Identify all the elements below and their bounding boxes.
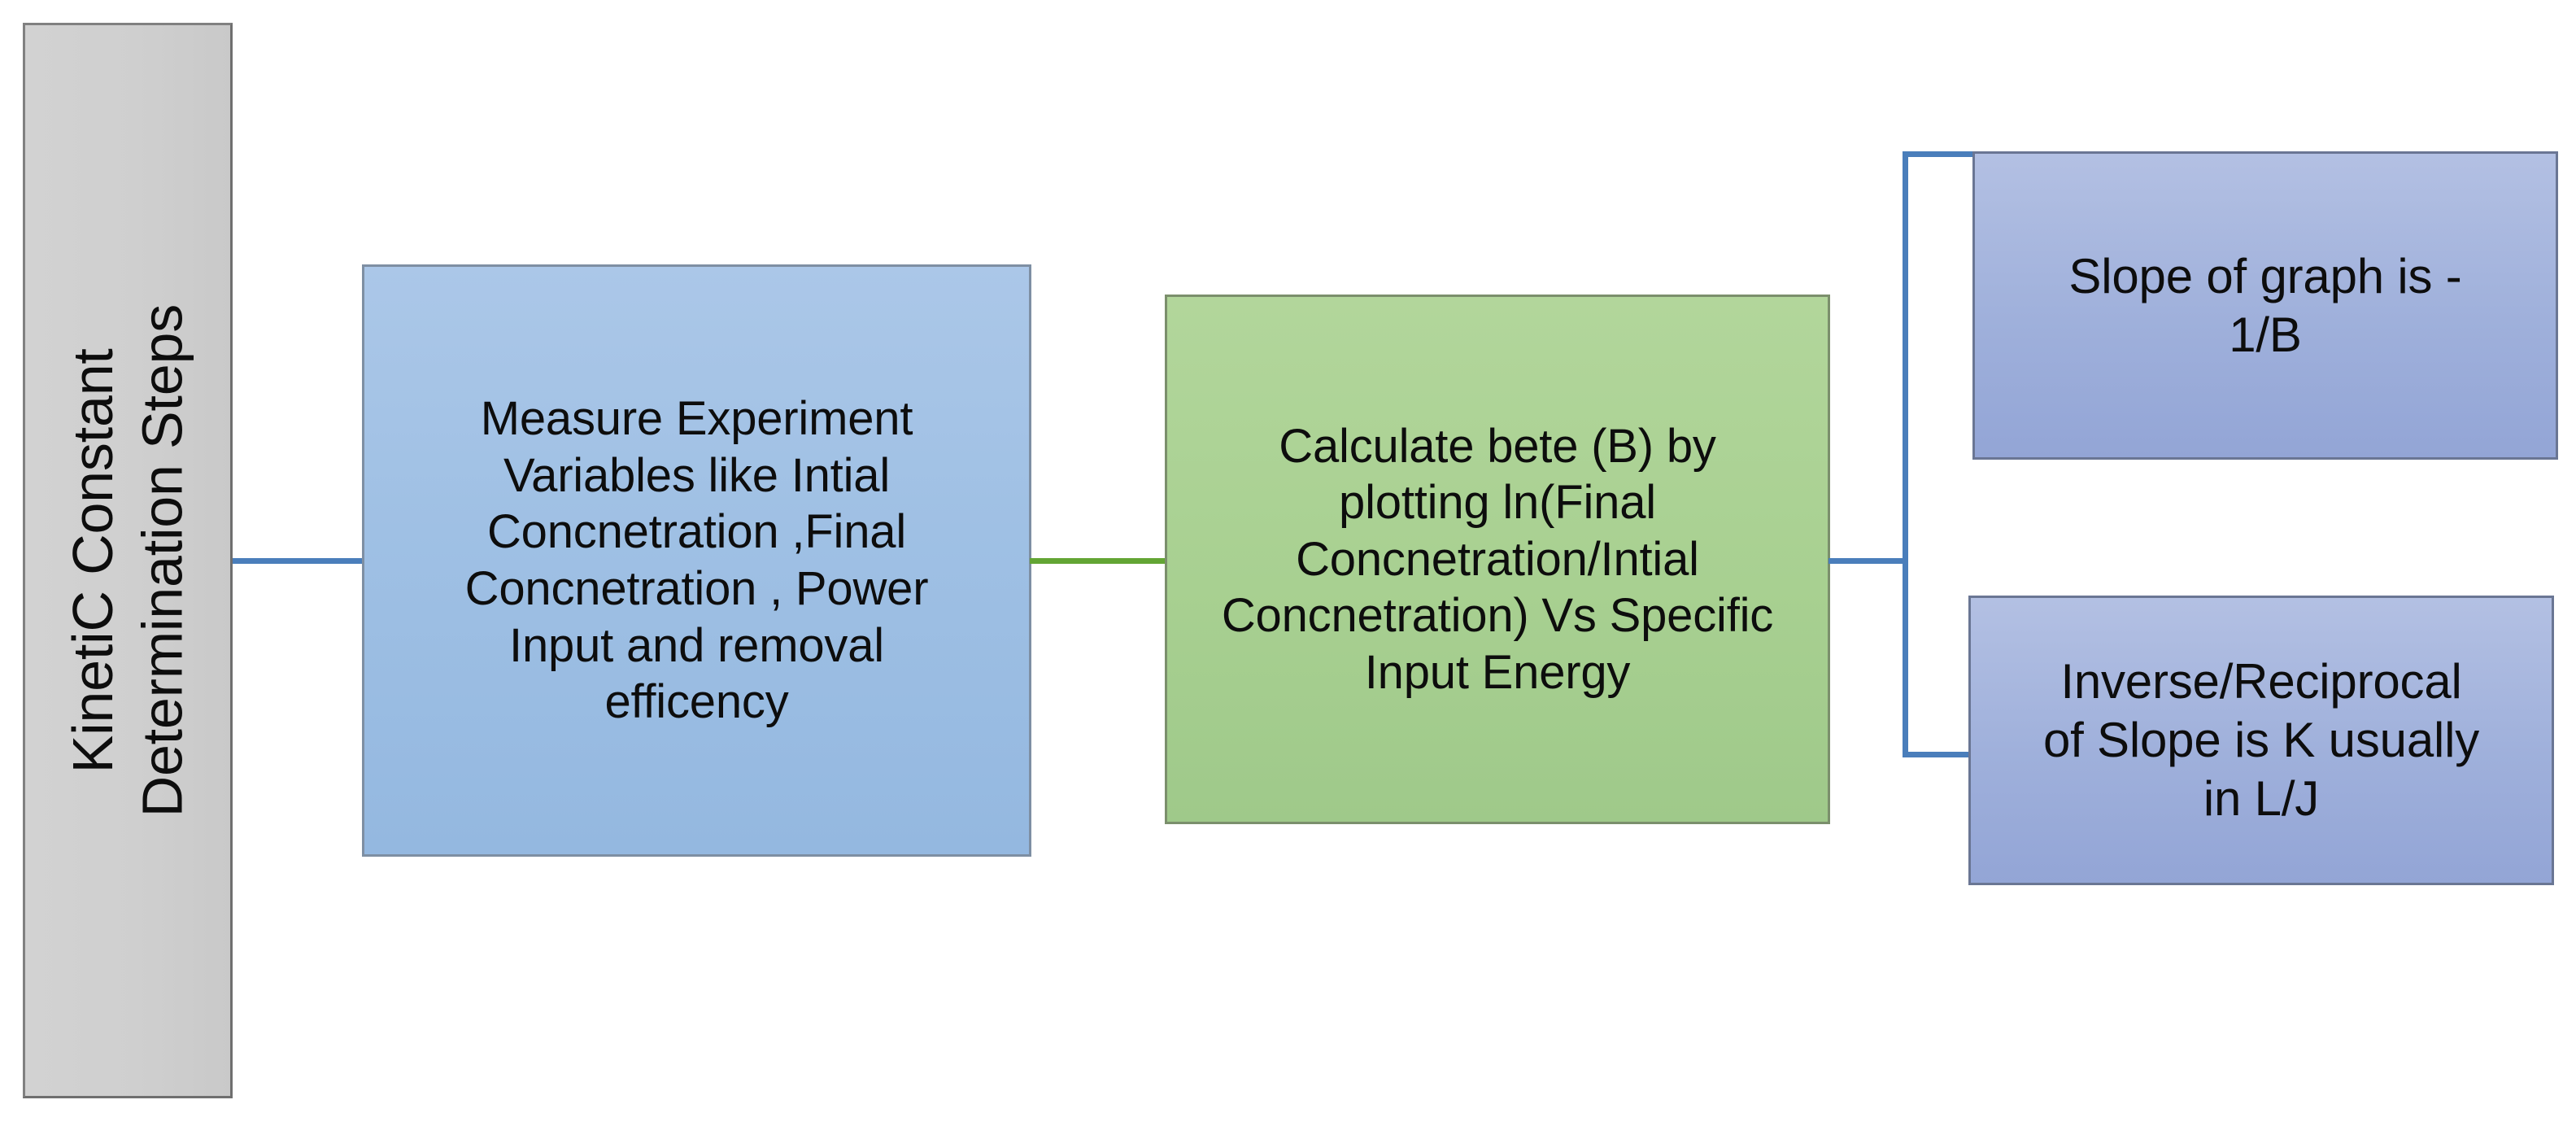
step-calculate-beta[interactable]: Calculate bete (B) by plotting ln(Final …	[1165, 295, 1830, 824]
step-calculate-beta-label: Calculate bete (B) by plotting ln(Final …	[1221, 419, 1774, 699]
connector-step2-to-branch	[1828, 558, 1908, 564]
step-measure-variables[interactable]: Measure Experiment Variables like Intial…	[362, 264, 1031, 857]
category-bar-label: KinetiC Constant Determination Steps	[60, 303, 194, 818]
connector-branch-to-k-result	[1903, 752, 1974, 757]
result-inverse-slope-k[interactable]: Inverse/Reciprocal of Slope is K usually…	[1968, 596, 2554, 885]
connector-step1-to-step2	[1030, 558, 1168, 564]
connector-branch-to-slope-result	[1903, 151, 1976, 157]
connector-branch-trunk	[1903, 151, 1908, 757]
category-bar-kinetic-constant-determination-steps: KinetiC Constant Determination Steps	[23, 23, 233, 1098]
connector-category-to-step1	[233, 558, 364, 564]
step-measure-variables-label: Measure Experiment Variables like Intial…	[464, 392, 929, 729]
result-slope-of-graph[interactable]: Slope of graph is - 1/B	[1972, 151, 2558, 460]
result-inverse-slope-k-label: Inverse/Reciprocal of Slope is K usually…	[2042, 654, 2480, 826]
result-slope-of-graph-label: Slope of graph is - 1/B	[2068, 248, 2462, 362]
